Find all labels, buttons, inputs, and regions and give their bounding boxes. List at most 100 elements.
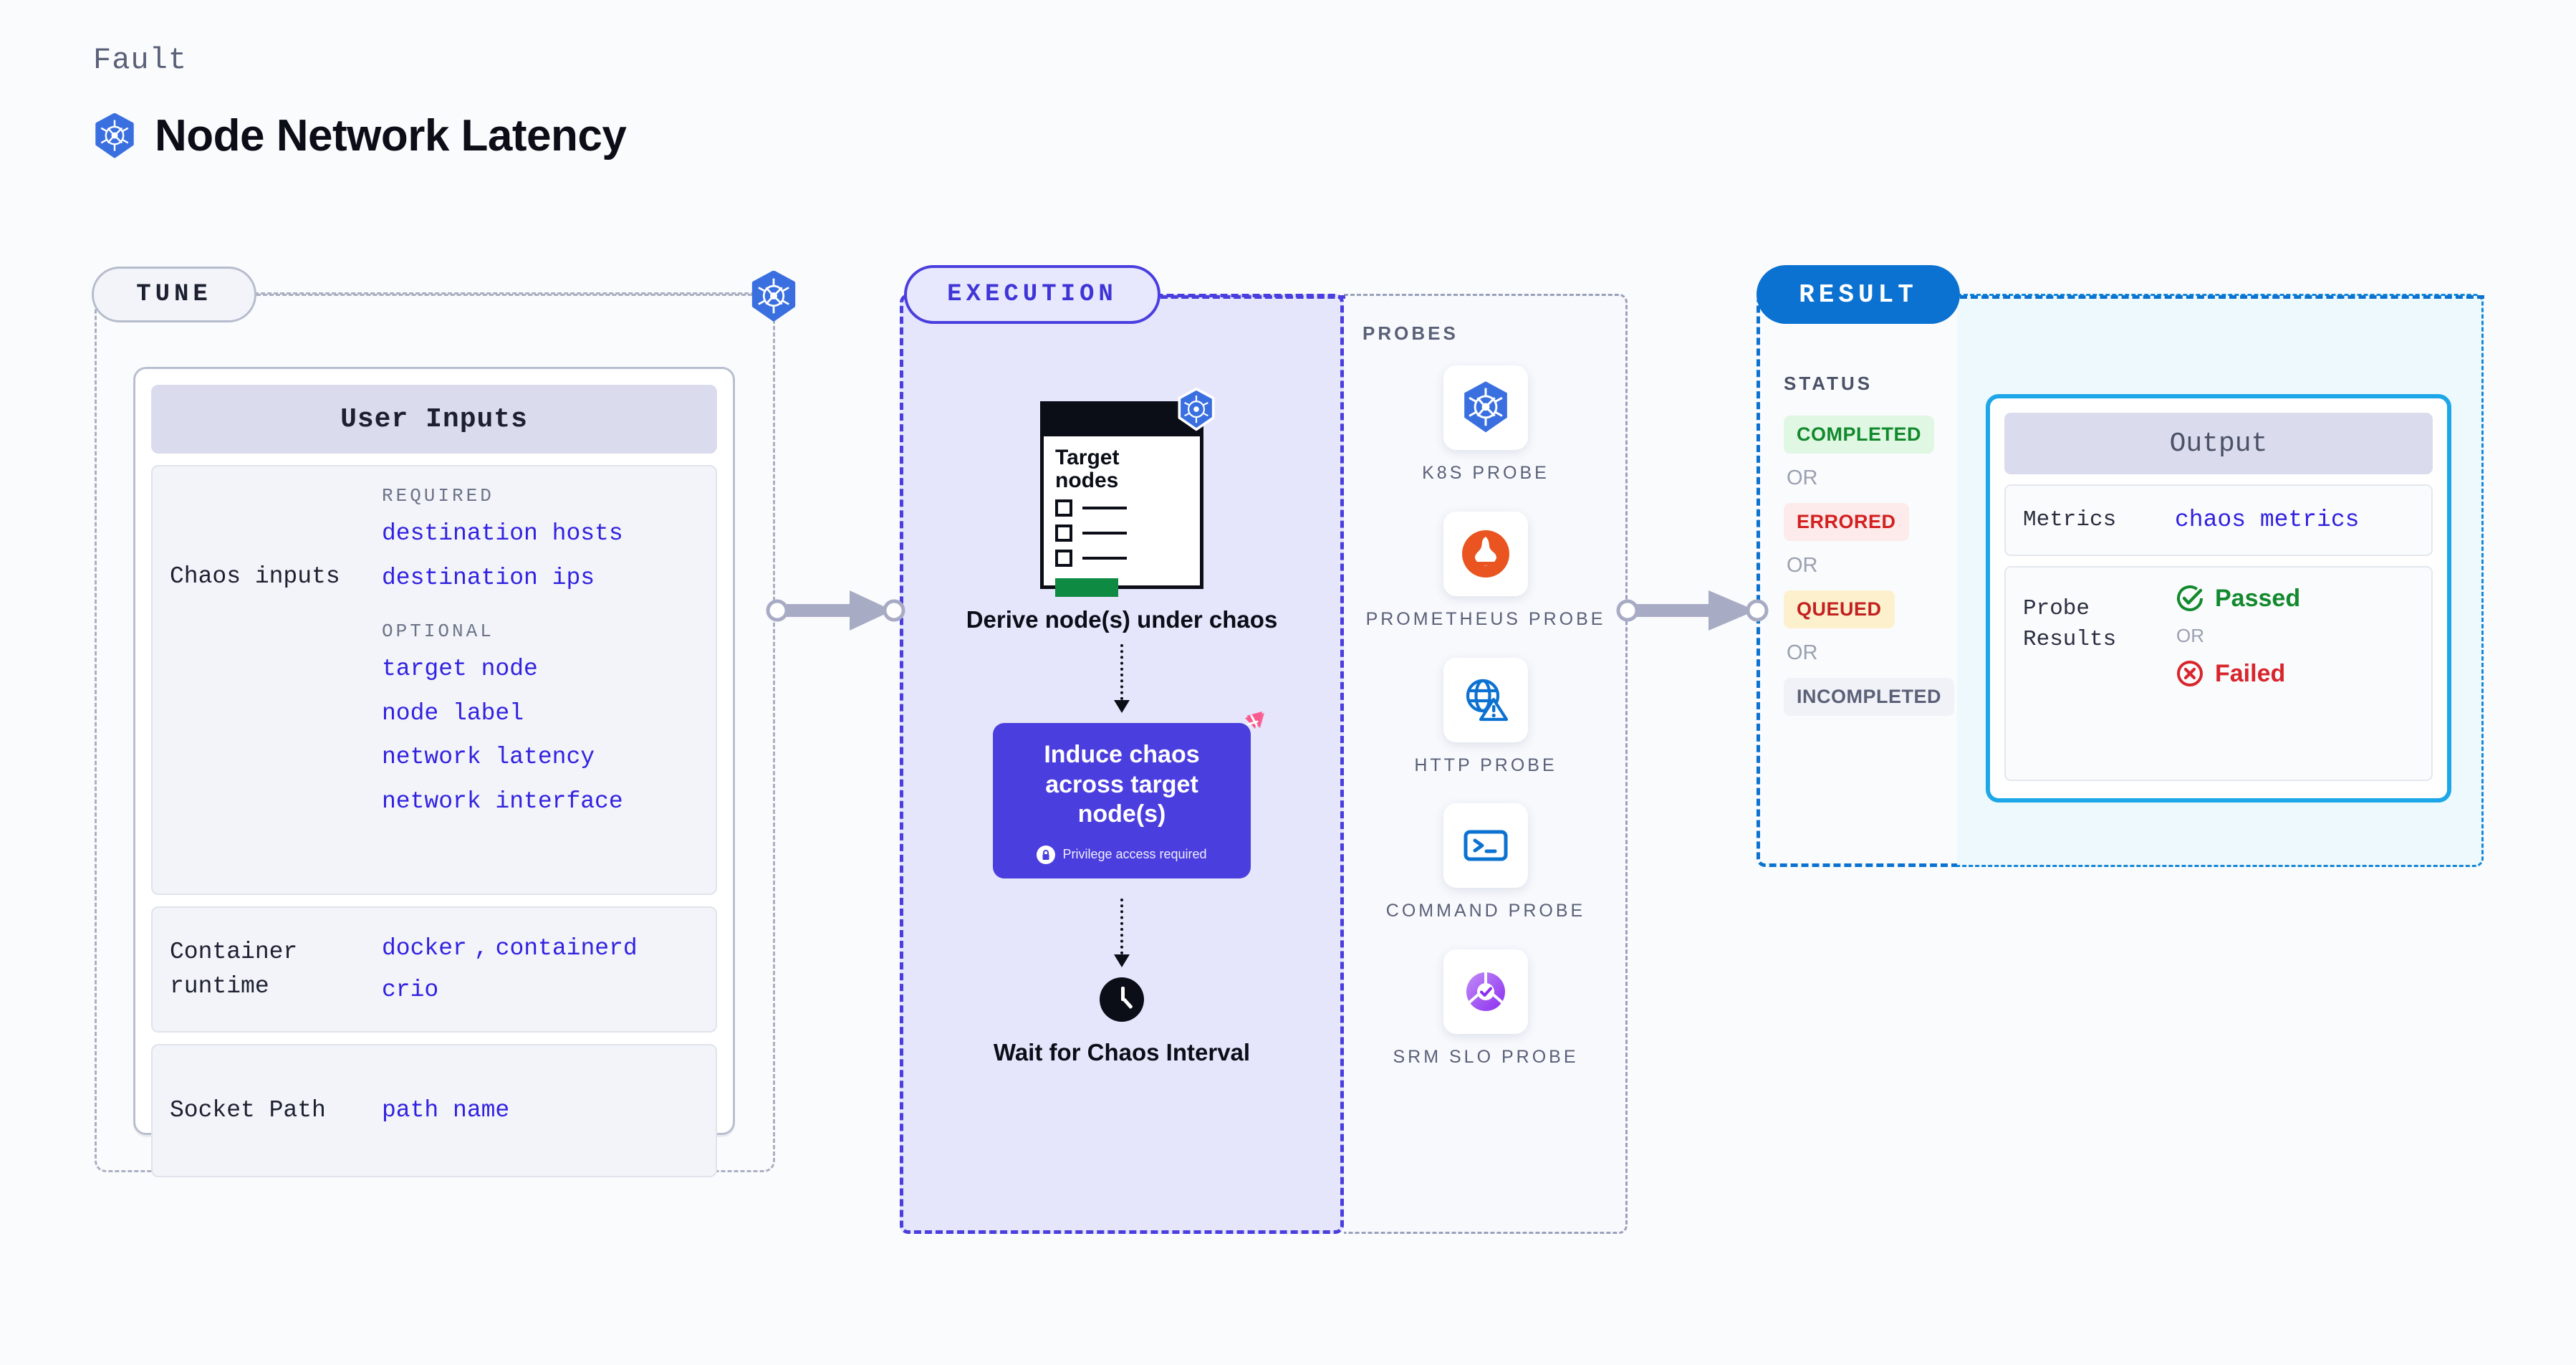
globe-warning-icon	[1443, 657, 1528, 742]
kubernetes-icon	[93, 112, 136, 159]
or-separator: OR	[1787, 466, 1818, 489]
or-separator: OR	[2176, 625, 2204, 646]
x-circle-icon	[2175, 658, 2205, 689]
runtime-crio[interactable]: crio	[382, 977, 439, 1003]
status-section-title: STATUS	[1784, 373, 1873, 394]
checklist-row	[1055, 525, 1188, 542]
probe-label: SRM SLO PROBE	[1393, 1047, 1579, 1067]
probe-item-http[interactable]: HTTP PROBE	[1414, 657, 1557, 778]
clock-icon	[1100, 977, 1144, 1022]
target-nodes-heading: Target nodes	[1055, 446, 1120, 492]
optional-group-title: OPTIONAL	[382, 621, 494, 643]
result-pill-connector	[1960, 295, 2484, 299]
probe-item-command[interactable]: COMMAND PROBE	[1386, 803, 1585, 924]
probes-section-title: PROBES	[1363, 322, 1458, 344]
output-card: Output Metrics chaos metrics Probe Resul…	[1986, 394, 2451, 803]
stage-pill-execution[interactable]: EXECUTION	[904, 265, 1160, 324]
induce-chaos-card: Induce chaos across target node(s) Privi…	[993, 712, 1264, 878]
socket-path-section: Socket Path path name	[151, 1044, 717, 1177]
stage-pill-tune[interactable]: TUNE	[92, 267, 256, 322]
checklist-row	[1055, 550, 1188, 567]
probe-result-failed: Failed	[2175, 658, 2414, 689]
fault-title-row: Node Network Latency	[93, 110, 627, 161]
probe-label: PROMETHEUS PROBE	[1365, 608, 1606, 629]
target-nodes-window: Target nodes	[1040, 388, 1215, 597]
checkbox-icon	[1055, 525, 1072, 542]
status-badge-completed: COMPLETED	[1784, 416, 1935, 454]
fault-eyebrow-label: Fault	[93, 43, 188, 77]
input-node-label[interactable]: node label	[382, 699, 524, 727]
lock-icon	[1037, 845, 1056, 864]
probe-results-label: Probe Results	[2023, 596, 2117, 653]
check-circle-icon	[2175, 583, 2205, 613]
flow-arrow-down	[1114, 644, 1130, 714]
wait-interval-caption: Wait for Chaos Interval	[993, 1038, 1251, 1065]
metrics-row: Metrics chaos metrics	[2004, 484, 2433, 556]
srm-slo-icon	[1443, 949, 1528, 1034]
user-inputs-title: User Inputs	[151, 385, 717, 454]
tune-pill-connector	[256, 294, 752, 296]
status-list: COMPLETED OR ERRORED OR QUEUED OR INCOMP…	[1784, 416, 1956, 716]
input-network-latency[interactable]: network latency	[382, 744, 595, 771]
window-titlebar	[1044, 405, 1200, 436]
probe-label: HTTP PROBE	[1414, 755, 1557, 775]
probes-container	[1344, 294, 1628, 1234]
induce-chaos-title: Induce chaos across target node(s)	[1044, 741, 1200, 828]
privilege-note-text: Privilege access required	[1062, 847, 1207, 862]
metrics-label: Metrics	[2023, 507, 2117, 533]
list-line	[1082, 507, 1127, 509]
page-title: Node Network Latency	[155, 111, 627, 161]
metrics-value[interactable]: chaos metrics	[2175, 507, 2360, 534]
list-line	[1082, 532, 1127, 535]
result-stage-container	[1756, 294, 1957, 867]
container-runtime-section: Container runtime docker , containerd cr…	[151, 906, 717, 1033]
runtime-separator: ,	[474, 935, 489, 962]
probe-label: K8S PROBE	[1422, 463, 1549, 483]
or-separator: OR	[1787, 554, 1818, 577]
connector-execution-to-result	[1615, 582, 1773, 639]
or-separator: OR	[1787, 641, 1818, 664]
passed-label: Passed	[2215, 584, 2301, 612]
probe-item-k8s[interactable]: K8S PROBE	[1422, 365, 1549, 486]
page-header: Fault Node Network Latency	[93, 43, 627, 161]
list-line	[1082, 557, 1127, 560]
chaos-inputs-section: Chaos inputs REQUIRED destination hosts …	[151, 465, 717, 895]
flow-arrow-down	[1114, 898, 1130, 967]
prometheus-icon	[1443, 511, 1528, 596]
runtime-containerd[interactable]: containerd	[495, 935, 638, 962]
chaos-inputs-label: Chaos inputs	[170, 563, 340, 590]
runtime-docker[interactable]: docker	[382, 935, 467, 962]
probes-list: K8S PROBE PROMETHEUS PROBE	[1344, 365, 1628, 1070]
checklist-row	[1055, 499, 1188, 517]
execution-steps-column: Target nodes Derive node(s) under chaos …	[900, 330, 1344, 1067]
socket-path-label: Socket Path	[170, 1097, 326, 1124]
kubernetes-icon	[1174, 388, 1219, 432]
probe-label: COMMAND PROBE	[1385, 901, 1586, 921]
input-network-interface[interactable]: network interface	[382, 787, 623, 815]
input-target-node[interactable]: target node	[382, 656, 538, 683]
required-group-title: REQUIRED	[382, 485, 494, 507]
privilege-note: Privilege access required	[1037, 845, 1207, 864]
socket-path-value[interactable]: path name	[382, 1097, 510, 1124]
probe-item-prometheus[interactable]: PROMETHEUS PROBE	[1365, 511, 1606, 632]
execution-pill-connector	[1160, 295, 1345, 299]
probe-result-passed: Passed	[2175, 583, 2414, 613]
status-badge-queued: QUEUED	[1784, 590, 1895, 628]
stage-pill-result[interactable]: RESULT	[1756, 265, 1960, 324]
terminal-icon	[1443, 803, 1528, 889]
derive-nodes-caption: Derive node(s) under chaos	[966, 606, 1278, 633]
output-title: Output	[2004, 413, 2433, 474]
checkbox-icon	[1055, 550, 1072, 567]
probe-results-row: Probe Results Passed OR	[2004, 566, 2433, 781]
probe-item-srm-slo[interactable]: SRM SLO PROBE	[1393, 949, 1579, 1070]
container-runtime-label: Container runtime	[170, 939, 298, 1000]
input-destination-hosts[interactable]: destination hosts	[382, 520, 623, 547]
kubernetes-icon	[748, 271, 799, 322]
input-destination-ips[interactable]: destination ips	[382, 564, 595, 591]
connector-tune-to-execution	[765, 582, 908, 639]
kubernetes-icon	[1443, 365, 1528, 450]
submit-bar	[1055, 578, 1118, 597]
status-badge-incompleted: INCOMPLETED	[1784, 678, 1955, 716]
checkbox-icon	[1055, 499, 1072, 517]
failed-label: Failed	[2215, 659, 2286, 687]
